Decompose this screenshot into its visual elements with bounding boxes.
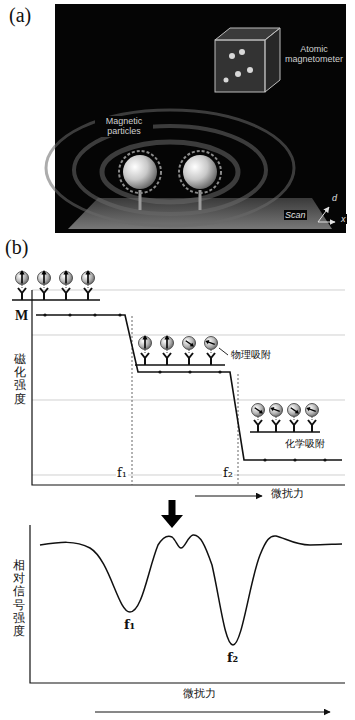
dot [323,458,326,461]
dot [158,370,161,373]
peak-label: f₁ [123,618,136,633]
bound-particle [38,270,51,300]
down-arrow [161,500,183,528]
x-axis-arrow [318,222,335,223]
particle-group [250,404,320,433]
field-ripples [46,110,294,226]
magnetometer-cube [215,28,280,92]
signal-chart [30,525,345,712]
leader-line [219,348,228,355]
particle-group [135,335,228,365]
magnetic-particle [179,151,221,210]
coating [119,151,161,193]
axis-title: 相对信号强度 [13,558,25,639]
panel-label: (b) [4,236,29,259]
axis-title: 微扰力 [182,688,217,701]
dot [93,313,96,316]
scan-axes [318,207,335,222]
coating [179,151,221,193]
axis-arrow [195,496,262,497]
d-axis-arrow [318,207,329,222]
surface-line [12,299,100,301]
step-curve [36,315,342,460]
grid-line [32,400,345,401]
dot [263,458,266,461]
ripple [74,126,266,214]
released-particle [306,404,319,433]
atom [224,78,229,83]
sphere [183,155,217,189]
released-particle [270,404,283,433]
bound-particle [139,335,152,365]
axis-name: d [331,193,338,203]
magnetization-chart [12,270,345,496]
dark-ground [55,4,346,233]
grid-line [32,290,345,291]
ripple [102,142,238,202]
panel-label: (a) [8,4,32,27]
cube-side [265,28,280,92]
atoms [224,49,254,83]
axis-title: 微扰力 [270,488,305,501]
dot [188,370,191,373]
signal-curve [40,535,342,645]
state-label: 化学吸附 [284,438,326,450]
axis-name: Scan [284,210,307,220]
dot [293,458,296,461]
axis-symbol: M [14,308,29,324]
axis-name: x [340,214,347,224]
magnetic-particle [119,151,161,210]
released-particle [252,404,265,433]
axis-arrow [95,712,330,713]
axis-title: 磁化强度 [14,352,26,407]
bound-particle [161,335,174,365]
cube-face [215,40,265,92]
dot [218,370,221,373]
dot [43,313,46,316]
curve-dots [43,313,326,461]
grid-lines [32,290,345,475]
released-particle [205,337,218,366]
atom [239,49,245,55]
bound-particle [60,270,73,300]
ripple [46,110,294,226]
atom [229,53,235,59]
axes [32,290,345,485]
axes [30,525,345,683]
arrow-shaft [169,500,176,515]
atom [235,71,241,77]
part-name: Magnetic particles [95,116,153,137]
part-name: Atomic magnetometer [283,44,345,65]
state-label: 物理吸附 [230,349,272,361]
threshold-label: f₂ [222,466,234,481]
dot [68,313,71,316]
sphere [123,155,157,189]
peak-label: f₂ [226,651,239,666]
dot [118,313,121,316]
released-particle [183,337,196,366]
surface-line [250,431,320,433]
released-particle [288,404,301,433]
bound-particle [16,270,29,300]
threshold-label: f₁ [116,466,128,481]
threshold-lines [132,316,238,485]
panel-a-image [46,4,346,233]
grid-line [32,475,345,476]
grid-line [32,335,345,336]
bound-particle [82,270,95,300]
atom [247,67,253,73]
arrow-head [161,515,183,528]
particle-group [12,270,100,300]
